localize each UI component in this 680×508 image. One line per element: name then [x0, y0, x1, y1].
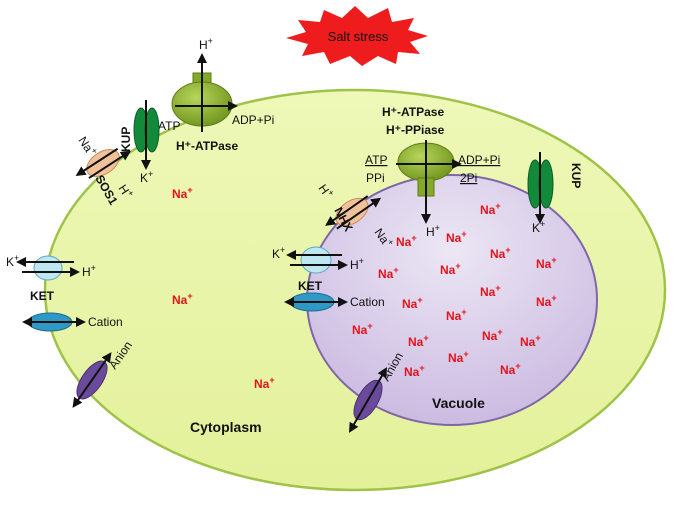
sos1-na-arrow: [75, 147, 119, 176]
na-ion: Na+: [520, 333, 541, 349]
na-ion: Na+: [352, 321, 373, 337]
vacuole-anion-arrow: [349, 367, 387, 433]
sos1-body: [86, 149, 120, 177]
na-ion: Na+: [172, 185, 193, 201]
vacuole-pump-h-label: H+: [426, 223, 440, 239]
na-ion: Na+: [440, 261, 461, 277]
nhx-antiporter: [325, 195, 382, 230]
na-ion: Na+: [446, 307, 467, 323]
salt-stress-label: Salt stress: [328, 29, 389, 44]
na-ion: Na+: [446, 229, 467, 245]
vacuole-cation-label: Cation: [350, 295, 385, 309]
vacuole-pump-ppi-label: PPi: [366, 171, 385, 185]
nhx-body: [335, 197, 369, 227]
na-ion: Na+: [408, 333, 429, 349]
vacuole-pump-atp-label: ATP: [365, 153, 387, 167]
vacuole-ket-label: KET: [298, 279, 323, 293]
na-ion: Na+: [396, 233, 417, 249]
na-ion: Na+: [500, 361, 521, 377]
plasma-cation-channel: [22, 312, 86, 332]
plasma-cation-label: Cation: [88, 315, 123, 329]
na-ion: Na+: [254, 375, 275, 391]
vacuole-ket-h-label: H+: [350, 256, 364, 272]
plasma-kup-body-right: [144, 107, 160, 153]
plasma-ket-k-label: K+: [6, 253, 19, 269]
plasma-kup-label: KUP: [119, 127, 133, 152]
vacuole-pump-2pi-label: 2Pi: [460, 171, 477, 185]
plasma-atpase-atp-label: ATP: [158, 119, 180, 133]
vacuole-label: Vacuole: [432, 395, 485, 411]
vacuole-kup-body-right: [538, 159, 554, 209]
na-ion: Na+: [536, 255, 557, 271]
vacuole-ppiase-label: H⁺-PPiase: [386, 123, 445, 137]
plasma-ket-label: KET: [30, 289, 55, 303]
na-ion: Na+: [480, 201, 501, 217]
na-ion: Na+: [536, 293, 557, 309]
sos1-antiporter: [75, 147, 131, 179]
plasma-ket: [16, 255, 80, 281]
vacuole-ket-k-label: K+: [272, 245, 285, 261]
na-ion: Na+: [482, 327, 503, 343]
plasma-ket-body: [33, 255, 63, 281]
vacuole-ket: [286, 246, 348, 274]
vacuole-cation-channel: [284, 292, 348, 312]
nhx-na-arrow: [336, 197, 382, 230]
vacuole-kup-label: KUP: [569, 163, 583, 188]
na-ion: Na+: [378, 265, 399, 281]
plasma-kup-k-label: K+: [140, 169, 153, 185]
na-ion: Na+: [404, 363, 425, 379]
sos1-h-arrow: [88, 150, 131, 179]
plasma-atpase-adp-label: ADP+Pi: [232, 113, 274, 127]
plasma-atpase-label: H⁺-ATPase: [176, 139, 238, 153]
vacuole-pump: [396, 140, 462, 224]
plasma-anion-channel: [72, 352, 112, 408]
plasma-atpase: [171, 53, 238, 132]
vacuole-pump-adp-label: ADP+Pi: [458, 153, 500, 167]
salt-stress-burst: [286, 6, 428, 66]
na-ion: Na+: [480, 283, 501, 299]
nhx-h-arrow: [325, 195, 369, 226]
na-ion: Na+: [490, 245, 511, 261]
vacuole-kup: [527, 152, 554, 224]
na-ion: Na+: [402, 295, 423, 311]
vacuole-ket-body: [300, 246, 332, 274]
vacuole-kup-k-label: K+: [532, 219, 545, 235]
plasma-anion-arrow: [72, 352, 112, 408]
vacuole-anion-channel: [349, 367, 387, 433]
sodium-ions: Na+ Na+ Na+ Na+ Na+ Na+ Na+ Na+ Na+ Na+ …: [172, 185, 557, 391]
na-ion: Na+: [172, 291, 193, 307]
vacuole-atpase-label: H⁺-ATPase: [382, 105, 444, 119]
na-ion: Na+: [448, 349, 469, 365]
plasma-ket-h-label: H+: [82, 263, 96, 279]
plasma-kup: [133, 100, 160, 170]
plasma-atpase-h-label: H+: [199, 36, 213, 52]
cytoplasm-label: Cytoplasm: [190, 419, 262, 435]
